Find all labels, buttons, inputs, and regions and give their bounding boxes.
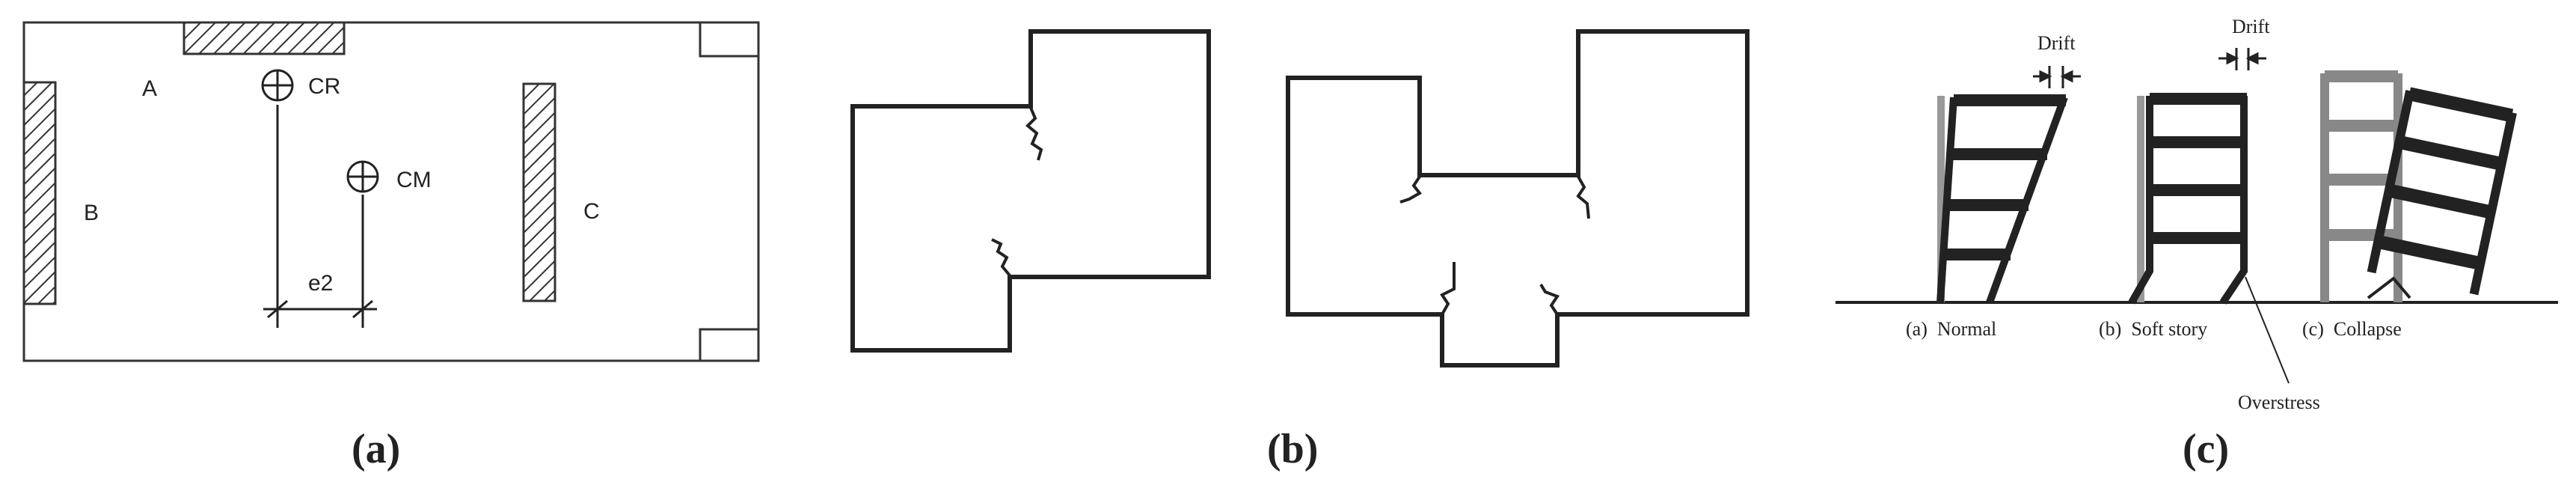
eccentricity-dimension (263, 105, 377, 328)
label-normal: (a) Normal (1906, 318, 1996, 340)
crack-line (1440, 262, 1456, 315)
corner-notch-bottom (699, 328, 760, 362)
building-normal (1936, 94, 2068, 304)
wall-label-a: A (142, 76, 157, 101)
panel-b-irregular-plans: (b) (850, 29, 1749, 472)
drift-label-2: Drift (2232, 16, 2270, 37)
building-soft-story (2128, 93, 2248, 305)
crack-line (1576, 176, 1590, 219)
floor-plan-outline (22, 21, 760, 362)
corner-notch-top (699, 21, 760, 58)
wall-label-b: B (84, 201, 99, 225)
label-soft-story: (b) Soft story (2099, 318, 2207, 340)
panel-a-plan: A B C CR CM e2 (a) (22, 21, 760, 472)
overstress-label: Overstress (2238, 391, 2320, 413)
shear-wall-b (22, 81, 57, 305)
h-shaped-plan (1286, 29, 1749, 368)
shear-wall-c (522, 82, 556, 302)
drift-arrow-2 (2218, 48, 2266, 70)
center-of-rigidity-label: CR (308, 74, 340, 99)
caption-a: (a) (352, 426, 400, 472)
crack-line (1399, 175, 1423, 204)
eccentricity-label: e2 (308, 271, 333, 296)
drift-label-1: Drift (2037, 32, 2076, 54)
center-of-mass-label: CM (396, 168, 432, 192)
label-collapse: (c) Collapse (2302, 318, 2402, 340)
center-of-mass-symbol (346, 160, 379, 193)
l-shaped-plan (850, 29, 1211, 353)
crack-line (1025, 107, 1043, 161)
drift-arrow-1 (2033, 66, 2081, 88)
caption-c: (c) (2183, 426, 2229, 472)
shear-wall-a (183, 21, 346, 55)
crack-line (1539, 283, 1560, 316)
panel-c-soft-story: Drift Drift Overstress (1836, 16, 2558, 472)
crack-line (991, 238, 1011, 277)
building-collapse (2320, 70, 2517, 302)
wall-label-c: C (583, 199, 600, 224)
center-of-rigidity-symbol (261, 69, 294, 102)
overstress-leader (2245, 276, 2290, 384)
caption-b: (b) (1267, 426, 1318, 472)
